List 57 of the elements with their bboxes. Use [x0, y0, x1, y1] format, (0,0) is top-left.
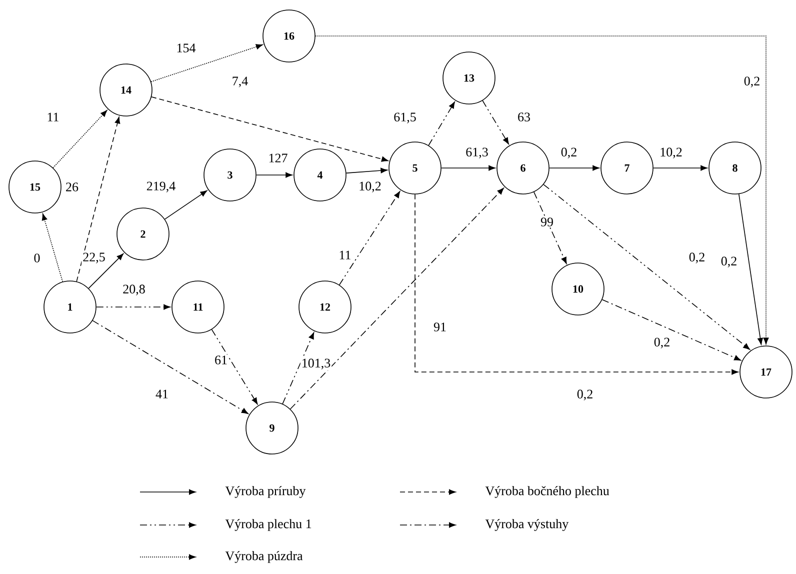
edge-label: 61: [214, 354, 228, 366]
edge-label: 0,2: [652, 336, 672, 350]
arrow: [482, 100, 509, 144]
arrow: [151, 96, 388, 162]
edge-label: 154: [175, 42, 197, 54]
arrow: [738, 194, 763, 345]
edge-label: 11: [338, 250, 352, 260]
arrow: [52, 110, 108, 168]
edge-label: 219,4: [145, 180, 177, 194]
arrow: [534, 192, 567, 264]
edge-label: 0: [32, 252, 42, 264]
edge-label: 10,2: [658, 146, 684, 160]
arrow: [338, 191, 400, 286]
edge-label: 41: [154, 388, 170, 400]
arrow: [549, 165, 600, 171]
arrow: [282, 332, 314, 404]
arrow: [543, 184, 750, 350]
edge-label: 0,2: [742, 76, 762, 88]
arrow: [150, 44, 263, 82]
legend-text: Výroba bočného plechu: [485, 486, 610, 498]
arrow: [602, 299, 741, 361]
arrow: [164, 190, 208, 220]
edge-label: 101,3: [300, 358, 332, 370]
legend-text: Výroba príruby: [225, 486, 306, 498]
edge-label: 0,2: [688, 252, 706, 264]
edge-label: 0,2: [576, 388, 594, 402]
edge-label: 11: [46, 112, 60, 122]
arrow: [428, 102, 455, 146]
arrow: [441, 165, 496, 171]
arrow: [88, 253, 124, 289]
legend-text: Výroba výstuhy: [485, 519, 569, 531]
legend-text: Výroba plechu 1: [225, 519, 312, 531]
arrow: [76, 116, 120, 282]
edge-label: 0,2: [560, 146, 578, 160]
edge-label: 20,8: [122, 284, 146, 296]
edge-label: 61,3: [464, 146, 490, 160]
edge-label: 10,2: [358, 180, 382, 194]
edge-label: 127: [267, 152, 289, 164]
arrow: [315, 36, 769, 344]
edge-label: 63: [516, 112, 532, 122]
arrow: [346, 168, 388, 174]
arrow: [653, 165, 708, 171]
edge-label: 7,4: [230, 76, 250, 88]
legend-text: Výroba púzdra: [225, 551, 303, 563]
edge-label: 22,5: [82, 252, 106, 264]
arrow: [42, 214, 63, 282]
edge-label: 26: [64, 182, 80, 192]
arrow: [414, 194, 738, 375]
edge-label: 0,2: [720, 256, 738, 268]
edge-label: 61,5: [392, 112, 418, 124]
arrow: [290, 188, 504, 410]
arrow: [92, 320, 248, 414]
arrow: [211, 329, 258, 404]
edge-label: 99: [540, 216, 554, 228]
arrow: [256, 172, 292, 178]
arrow: [96, 304, 170, 310]
edge-label: 91: [432, 322, 448, 332]
